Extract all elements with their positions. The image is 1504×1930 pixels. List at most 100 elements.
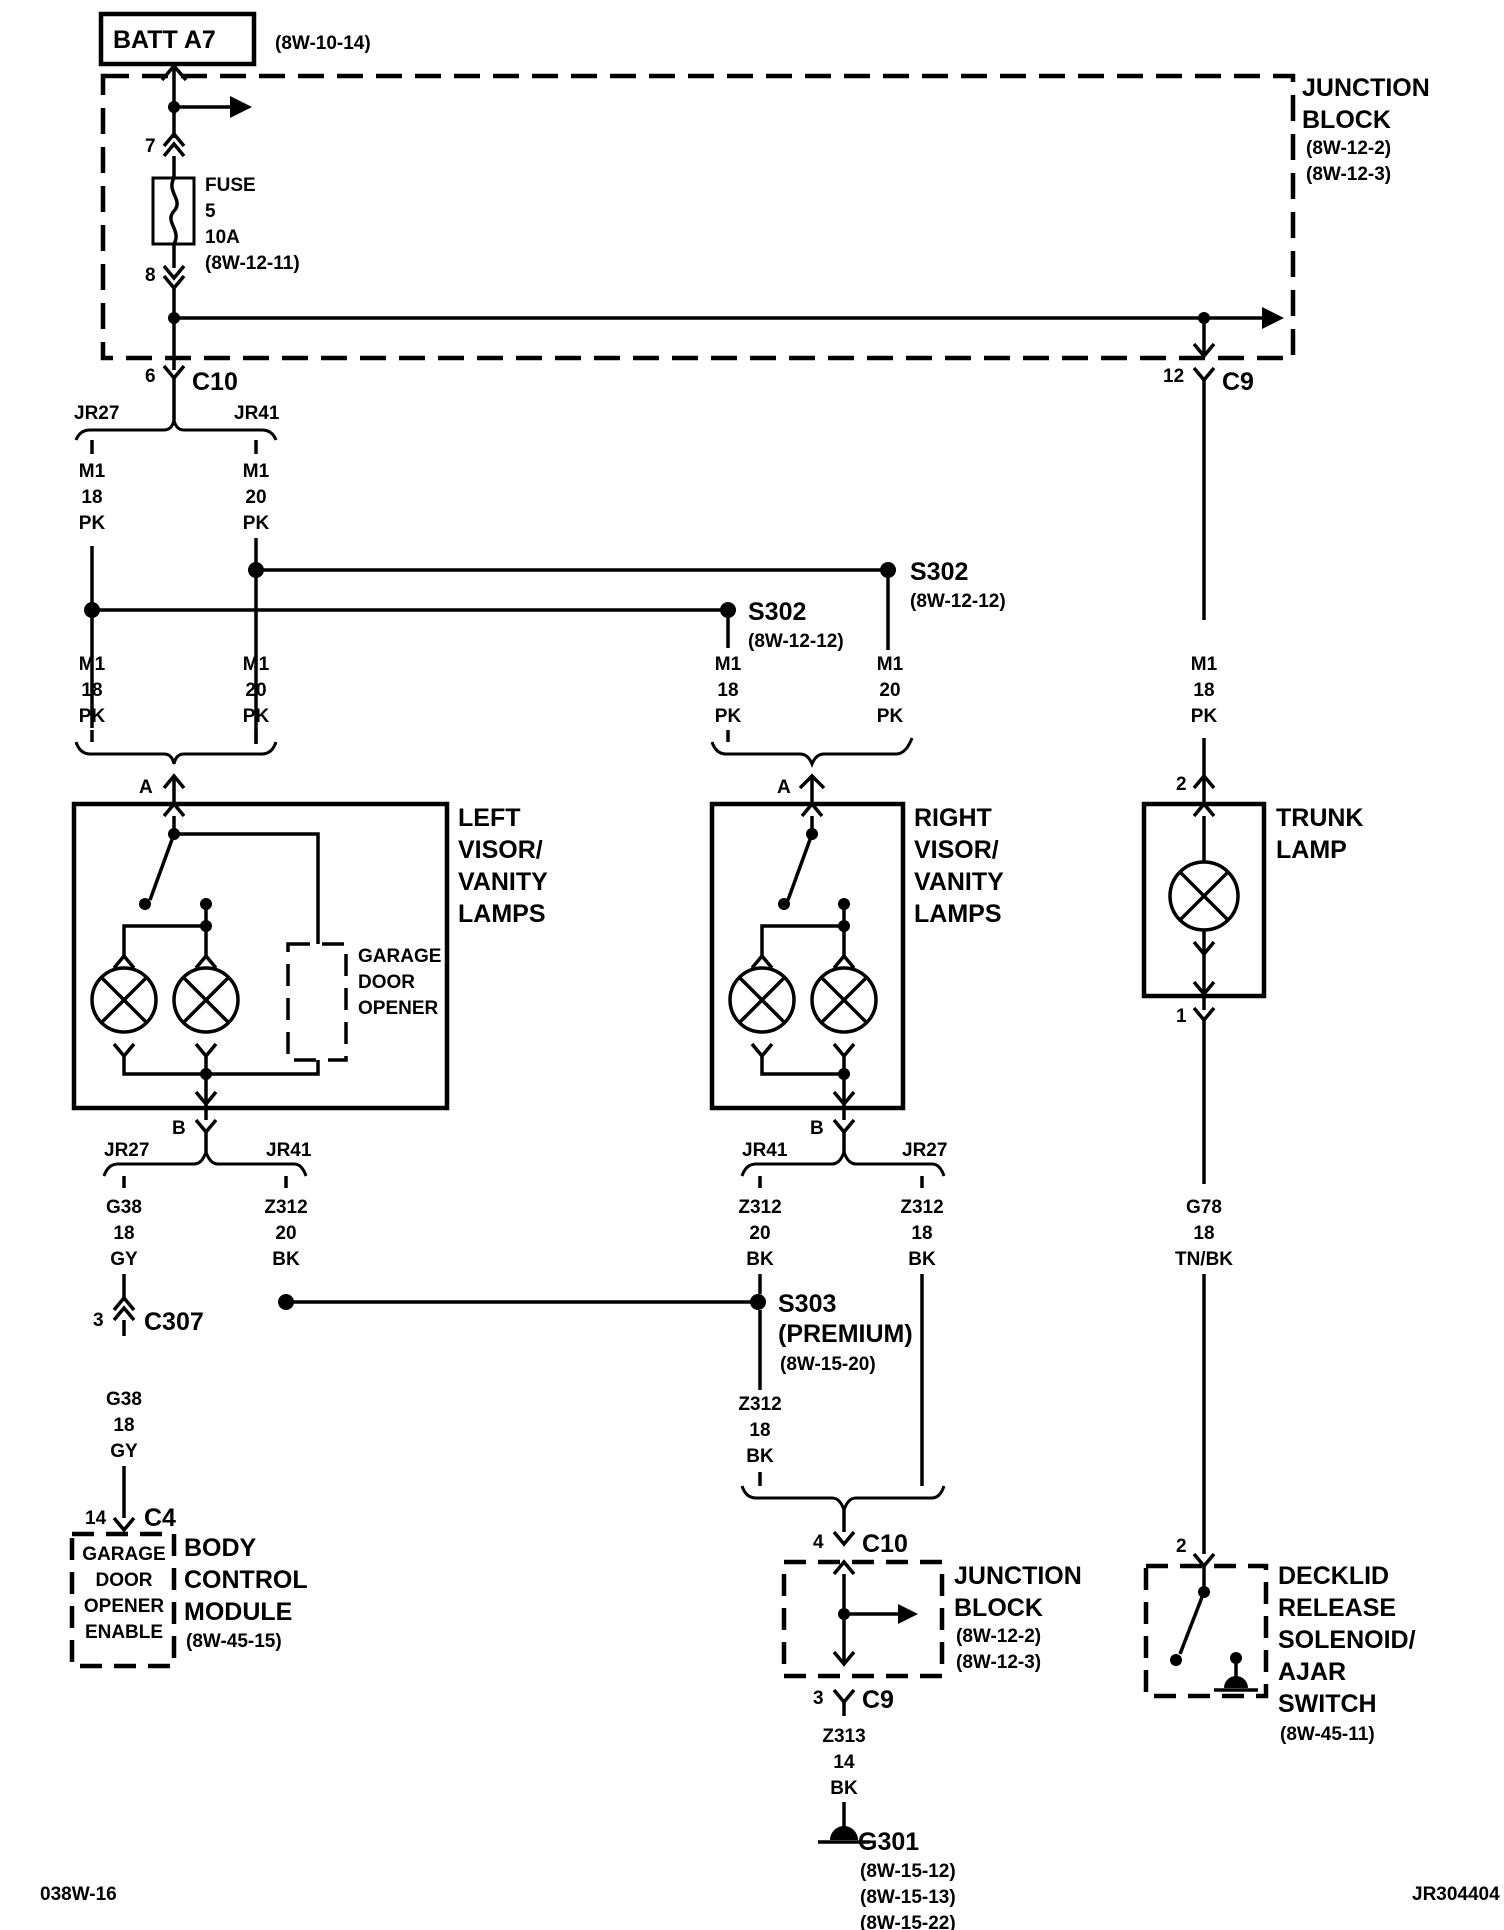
left-visor-switch-blade-icon: [148, 833, 176, 901]
decklid-pin: 2: [1176, 1536, 1187, 1557]
decklid-title: DECKLID RELEASE SOLENOID/ AJAR SWITCH: [1278, 1562, 1416, 1718]
decklid-title-line: SOLENOID/: [1278, 1626, 1416, 1654]
c4-name: C4: [144, 1504, 176, 1532]
footer-left: 038W-16: [40, 1884, 117, 1905]
c10-jr27-label: JR27: [74, 403, 119, 424]
left-visor-title-line: VISOR/: [458, 836, 543, 864]
wire-label-line: Z312: [900, 1197, 943, 1218]
right-visor-lamp-2-icon: [810, 966, 878, 1034]
left-visor-garage-feed: [174, 832, 320, 944]
c9-top-name: C9: [1222, 368, 1254, 396]
wire-label-line: Z312: [738, 1394, 781, 1415]
decklid-switch-contact-icon: [1170, 1654, 1182, 1666]
right-visor-input-bracket: [710, 737, 914, 769]
wire-label-line: G38: [106, 1389, 142, 1410]
bcm-ref: (8W-45-15): [186, 1631, 282, 1652]
left-visor-jr41-label: JR41: [266, 1140, 312, 1161]
body-control-module-box: [69, 1531, 177, 1669]
left-visor-lamp-split-wires: [122, 924, 208, 956]
left-visor-switch-contact-icon: [139, 898, 151, 910]
right-visor-lamp-split-wires: [760, 924, 846, 956]
bcm-title-line: BODY: [184, 1534, 257, 1562]
right-visor-title: RIGHT VISOR/ VANITY LAMPS: [914, 804, 1004, 928]
wire-label-g78-18-tnbk: G78 18 TN/BK: [1175, 1197, 1233, 1270]
fuse-number: 5: [205, 201, 216, 222]
wire-label-z313-14-bk: Z313 14 BK: [822, 1726, 865, 1799]
left-visor-ground-dot: [200, 1068, 212, 1080]
decklid-switch-box: [1143, 1563, 1269, 1699]
junction-block-top-name-1: JUNCTION: [1302, 74, 1430, 102]
wire-label-line: G78: [1186, 1197, 1222, 1218]
wire-label-line: BK: [746, 1249, 774, 1270]
batt-ref: (8W-10-14): [275, 33, 371, 54]
bcm-inner-line: OPENER: [84, 1596, 165, 1617]
wire-label-line: BK: [830, 1778, 858, 1799]
wire-label-line: M1: [79, 654, 106, 675]
wire-label-line: M1: [79, 461, 106, 482]
trunk-internal-output-2-icon: [1192, 980, 1216, 997]
wire-label-line: 18: [1193, 1223, 1214, 1244]
right-visor-title-line: VANITY: [914, 868, 1004, 896]
decklid-ground-icon: [1214, 1676, 1258, 1692]
left-visor-output-stubs: [122, 1176, 288, 1188]
wire-label-line: TN/BK: [1175, 1249, 1233, 1270]
ground-ref-3: (8W-15-22): [860, 1913, 956, 1930]
batt-a7-box: [98, 11, 257, 67]
fuse-pin-8-connector-icon: [162, 264, 186, 291]
s302-upper-ref: (8W-12-12): [910, 591, 1006, 612]
wire-label-line: BK: [908, 1249, 936, 1270]
bcm-inner-line: DOOR: [96, 1570, 153, 1591]
footer-right: JR304404: [1412, 1884, 1500, 1905]
s303-splice-dot: [750, 1294, 766, 1310]
c4-pin: 14: [85, 1508, 107, 1529]
c10-jr41-label: JR41: [234, 403, 280, 424]
wire-label-m1-20-pk-right: M1 20 PK: [877, 654, 904, 727]
jb-bus-arrow-icon: [1262, 307, 1284, 329]
wire-label-line: BK: [746, 1446, 774, 1467]
trunk-pin-bottom: 1: [1176, 1006, 1187, 1027]
bottom-c10-pin: 4: [813, 1532, 824, 1553]
c10-top-name: C10: [192, 368, 238, 396]
right-visor-jr27-label: JR27: [902, 1140, 947, 1161]
wire-label-line: GY: [110, 1441, 138, 1462]
batt-feed-arrow-icon: [160, 63, 188, 82]
left-visor-internal-arrow-icon: [162, 801, 186, 818]
bcm-title: BODY CONTROL MODULE: [184, 1534, 308, 1626]
wire-label-line: 20: [879, 680, 900, 701]
bottom-junction-block-outline: [781, 1559, 945, 1679]
wire-label-line: PK: [79, 513, 106, 534]
right-visor-title-line: VISOR/: [914, 836, 999, 864]
wire-label-line: PK: [877, 706, 904, 727]
wire-label-line: G38: [106, 1197, 142, 1218]
bottom-jb-title-line: JUNCTION: [954, 1562, 1082, 1590]
c9-top-connector-icon: [1192, 366, 1216, 383]
decklid-title-line: RELEASE: [1278, 1594, 1396, 1622]
s302-jr27-right-dot: [720, 602, 736, 618]
fuse-pin-in: 7: [145, 136, 156, 157]
right-visor-title-line: RIGHT: [914, 804, 992, 832]
s303-qualifier: (PREMIUM): [778, 1320, 913, 1348]
bottom-jb-input-bracket: [740, 1485, 946, 1515]
wire-label-line: 18: [81, 487, 102, 508]
bottom-jb-internal-output-icon: [832, 1650, 856, 1667]
right-visor-lamp-output-icons: [750, 1042, 856, 1059]
left-visor-lead-stubs: [90, 730, 258, 742]
junction-block-top-outline: [100, 73, 1296, 361]
right-visor-internal-arrow-icon: [800, 801, 824, 818]
left-visor-ground-bus: [122, 1056, 320, 1104]
right-visor-jr41-label: JR41: [742, 1140, 788, 1161]
right-visor-switch-blade-icon: [786, 833, 814, 901]
bottom-jb-internal-arrow-icon: [832, 1559, 856, 1576]
right-visor-ground-dot: [838, 1068, 850, 1080]
right-visor-pin-b-connector-icon: [832, 1118, 856, 1135]
c4-connector-icon: [112, 1516, 136, 1533]
left-visor-lamp-2-icon: [172, 966, 240, 1034]
decklid-ref: (8W-45-11): [1280, 1724, 1375, 1745]
fuse-label: FUSE: [205, 175, 256, 196]
fuse-element-icon: [169, 177, 179, 245]
fuse-pin-out: 8: [145, 265, 156, 286]
bcm-inner-line: ENABLE: [85, 1622, 163, 1643]
wire-label-line: M1: [715, 654, 742, 675]
wire-label-z312-20-bk-right: Z312 20 BK: [738, 1197, 781, 1270]
